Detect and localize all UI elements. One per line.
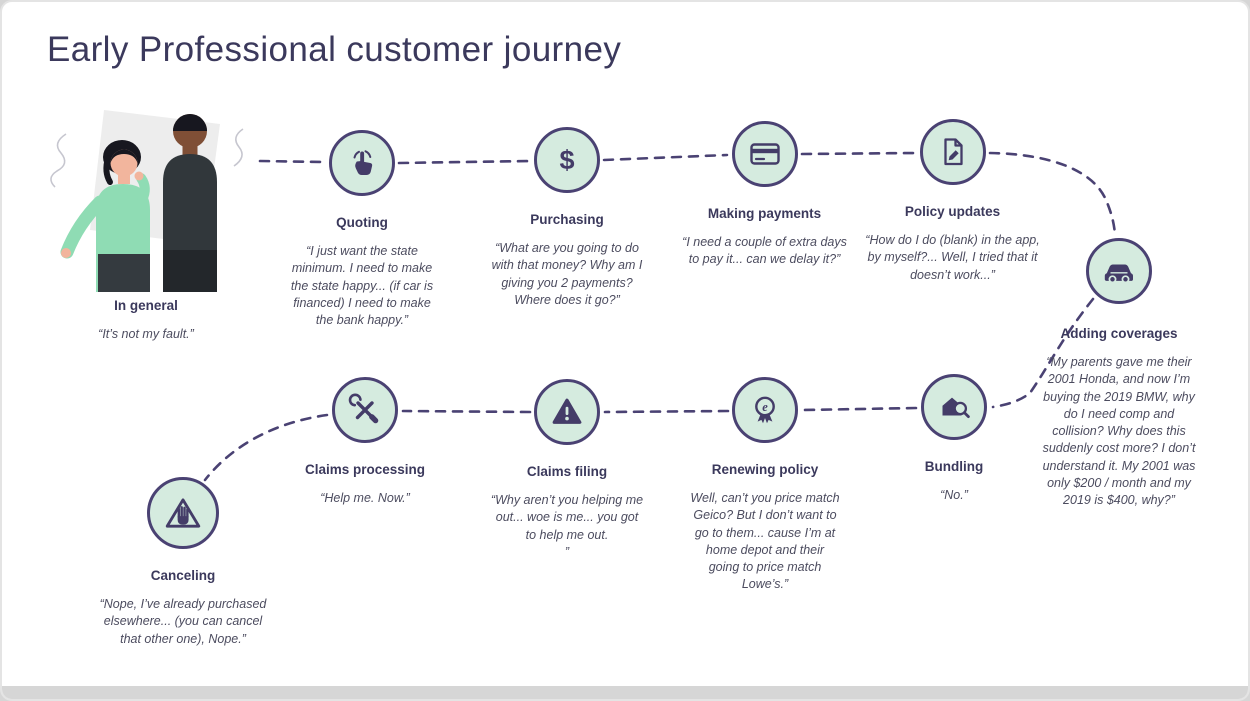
crossed-tools-icon (348, 393, 379, 424)
page-title: Early Professional customer journey (47, 30, 622, 69)
two-people-illustration (50, 110, 244, 292)
stage-circle (329, 130, 395, 196)
stage-circle: e (732, 377, 798, 443)
stage-label: Policy updates (904, 204, 1001, 219)
svg-text:$: $ (559, 145, 574, 175)
dollar-icon: $ (559, 145, 574, 175)
stage-quote: Well, can’t you price match Geico? But I… (690, 491, 840, 592)
stage-label: Claims filing (526, 464, 608, 479)
stage-quote: “I just want the state minimum. I need t… (290, 244, 434, 327)
stage-label: Adding coverages (1060, 326, 1178, 341)
stage-circle: $ (534, 127, 600, 193)
stage-claims-filing: Claims filing “Why aren’t you helping me… (489, 379, 645, 561)
stage-quote: “Nope, I’ve already purchased elsewhere.… (99, 597, 267, 646)
stage-quoting: Quoting “I just want the state minimum. … (283, 130, 441, 329)
tap-icon (353, 150, 373, 175)
stage-quote: “Why aren’t you helping me out... woe is… (490, 493, 644, 559)
bottom-strip (2, 686, 1248, 699)
stage-policy-updates: Policy updates “How do I do (blank) in t… (865, 119, 1040, 284)
car-icon (1104, 264, 1133, 284)
stage-quote: “What are you going to do with that mone… (491, 241, 643, 307)
stage-label: Quoting (336, 215, 388, 230)
stage-label: Bundling (924, 459, 984, 474)
stage-circle (332, 377, 398, 443)
stage-renewing-policy: e Renewing policy Well, can’t you price … (690, 377, 840, 594)
stage-claims-processing: Claims processing “Help me. Now.” (283, 377, 447, 507)
stage-quote: “Help me. Now.” (320, 491, 410, 505)
stage-quote: “I need a couple of extra days to pay it… (682, 235, 847, 267)
svg-text:e: e (762, 400, 768, 414)
stage-quote: “My parents gave me their 2001 Honda, an… (1042, 355, 1196, 507)
house-magnifier-icon (942, 397, 970, 418)
stage-circle (919, 119, 986, 185)
stage-quote: “No.” (940, 488, 968, 502)
stage-label: Canceling (150, 568, 216, 583)
stage-canceling: Canceling “Nope, I’ve already purchased … (98, 477, 268, 648)
award-ribbon-icon: e (755, 396, 775, 424)
stage-circle (147, 477, 219, 549)
stage-label: In general (114, 298, 178, 313)
stage-label: Claims processing (304, 462, 426, 477)
stage-purchasing: $ Purchasing “What are you going to do w… (489, 127, 645, 309)
stage-label: Renewing policy (711, 462, 819, 477)
stage-circle (534, 379, 600, 445)
stage-circle (731, 121, 798, 187)
stage-quote: “It’s not my fault.” (98, 327, 194, 341)
warning-triangle-icon (552, 398, 582, 424)
stage-label: Making payments (707, 206, 822, 221)
stage-quote: “How do I do (blank) in the app, by myse… (865, 233, 1040, 282)
stage-circle (1086, 238, 1152, 304)
stage-circle (921, 374, 987, 440)
stop-hand-icon (165, 498, 201, 528)
stage-making-payments: Making payments “I need a couple of extr… (677, 121, 852, 269)
stage-label: Purchasing (530, 212, 604, 227)
credit-card-icon (749, 143, 780, 165)
stage-bundling: Bundling “No.” (884, 374, 1024, 504)
stage-in-general: In general “It’s not my fault.” (30, 100, 262, 343)
document-edit-icon (943, 138, 963, 166)
stage-adding-coverages: Adding coverages “My parents gave me the… (1042, 238, 1196, 509)
